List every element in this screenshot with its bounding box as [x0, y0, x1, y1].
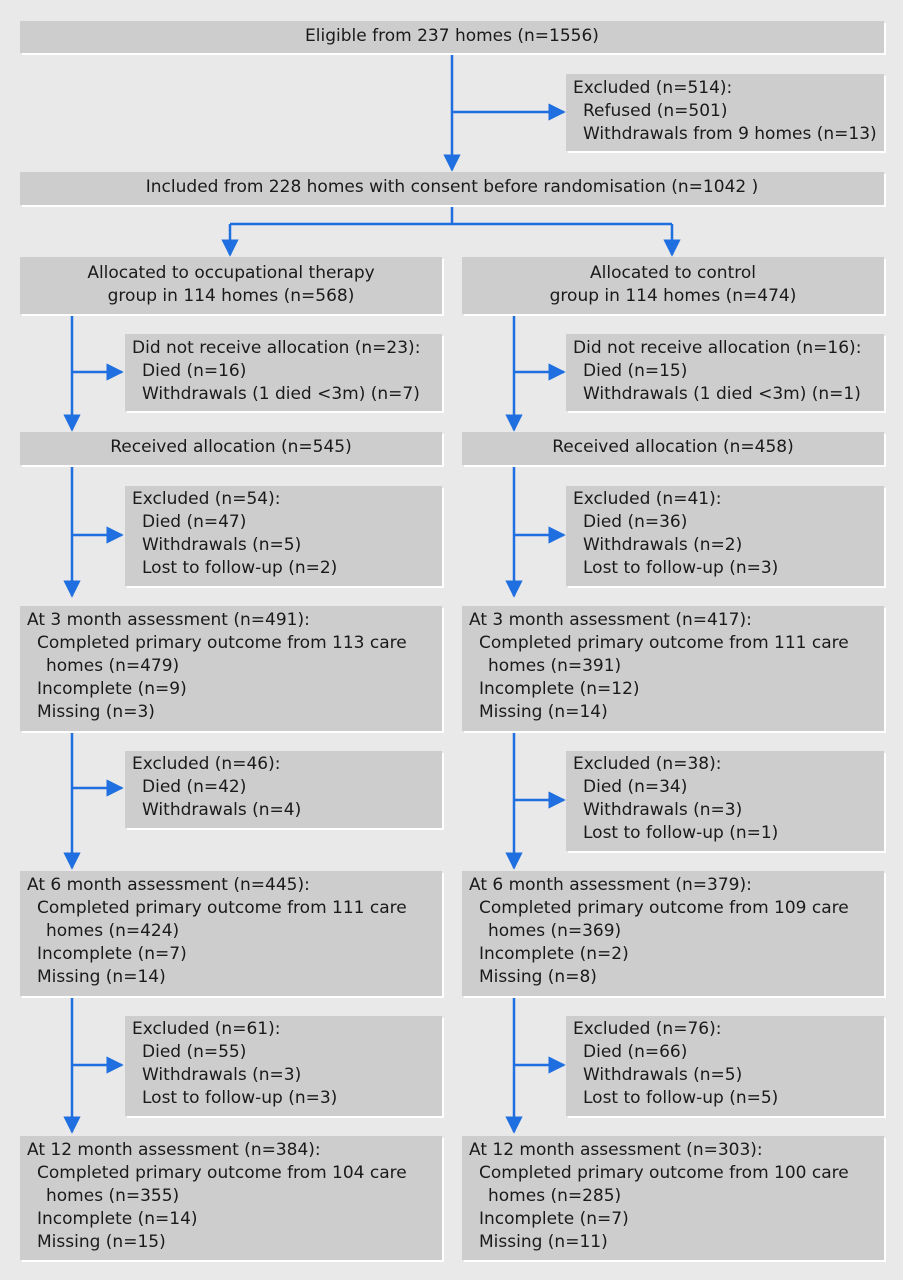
ot-excluded1-withdrawals: Withdrawals (n=5) [142, 535, 302, 555]
ot-allocated-line1: Allocated to occupational therapy [87, 263, 375, 283]
ctrl-12m-incomplete: Incomplete (n=7) [479, 1209, 629, 1229]
ctrl-12m-homes: homes (n=285) [488, 1186, 622, 1206]
ctrl-3m-heading: At 3 month assessment (n=417): [469, 610, 752, 630]
ot-3m-box: At 3 month assessment (n=491): Completed… [20, 606, 442, 731]
ctrl-excluded3-box: Excluded (n=76): Died (n=66) Withdrawals… [566, 1016, 884, 1116]
ot-12m-incomplete: Incomplete (n=14) [37, 1209, 198, 1229]
ctrl-6m-box: At 6 month assessment (n=379): Completed… [462, 871, 884, 996]
ot-allocated-line2: group in 114 homes (n=568) [107, 286, 355, 306]
ot-6m-box: At 6 month assessment (n=445): Completed… [20, 871, 442, 996]
ctrl-12m-completed: Completed primary outcome from 100 care [479, 1163, 849, 1183]
ot-excluded3-heading: Excluded (n=61): [132, 1019, 281, 1039]
ctrl-6m-completed: Completed primary outcome from 109 care [479, 898, 849, 918]
ot-allocated-box: Allocated to occupational therapy group … [20, 257, 442, 314]
ctrl-6m-heading: At 6 month assessment (n=379): [469, 875, 752, 895]
ot-excluded1-died: Died (n=47) [142, 512, 247, 532]
eligible-box: Eligible from 237 homes (n=1556) [20, 21, 884, 53]
ctrl-excluded2-heading: Excluded (n=38): [573, 754, 722, 774]
ctrl-excluded3-lost: Lost to follow-up (n=5) [583, 1088, 779, 1108]
ctrl-excluded2-withdrawals: Withdrawals (n=3) [583, 800, 743, 820]
excluded-top-box: Excluded (n=514): Refused (n=501) Withdr… [566, 74, 884, 151]
ot-excluded3-died: Died (n=55) [142, 1042, 247, 1062]
ctrl-excluded1-withdrawals: Withdrawals (n=2) [583, 535, 743, 555]
ot-3m-incomplete: Incomplete (n=9) [37, 679, 187, 699]
ot-received-box: Received allocation (n=545) [20, 432, 442, 465]
ctrl-3m-homes: homes (n=391) [488, 656, 622, 676]
ot-12m-heading: At 12 month assessment (n=384): [27, 1140, 321, 1160]
ctrl-3m-incomplete: Incomplete (n=12) [479, 679, 640, 699]
ot-excluded2-heading: Excluded (n=46): [132, 754, 281, 774]
ctrl-excluded3-died: Died (n=66) [583, 1042, 688, 1062]
ot-not-received-withdrawals: Withdrawals (1 died <3m) (n=7) [142, 384, 420, 404]
ctrl-6m-homes: homes (n=369) [488, 921, 622, 941]
ctrl-excluded2-box: Excluded (n=38): Died (n=34) Withdrawals… [566, 751, 884, 851]
ctrl-excluded3-heading: Excluded (n=76): [573, 1019, 722, 1039]
ctrl-received-text: Received allocation (n=458) [552, 437, 794, 457]
ctrl-excluded1-lost: Lost to follow-up (n=3) [583, 558, 779, 578]
ctrl-excluded3-withdrawals: Withdrawals (n=5) [583, 1065, 743, 1085]
ctrl-3m-box: At 3 month assessment (n=417): Completed… [462, 606, 884, 731]
ctrl-6m-missing: Missing (n=8) [479, 967, 597, 987]
ctrl-12m-box: At 12 month assessment (n=303): Complete… [462, 1136, 884, 1260]
ctrl-allocated-line2: group in 114 homes (n=474) [549, 286, 797, 306]
ctrl-not-received-box: Did not receive allocation (n=16): Died … [566, 334, 884, 411]
ctrl-not-received-died: Died (n=15) [583, 361, 688, 381]
ot-excluded2-withdrawals: Withdrawals (n=4) [142, 800, 302, 820]
ctrl-12m-missing: Missing (n=11) [479, 1232, 608, 1252]
ctrl-allocated-line1: Allocated to control [590, 263, 756, 283]
ot-not-received-died: Died (n=16) [142, 361, 247, 381]
ot-6m-heading: At 6 month assessment (n=445): [27, 875, 310, 895]
ctrl-excluded2-lost: Lost to follow-up (n=1) [583, 823, 779, 843]
ot-excluded1-heading: Excluded (n=54): [132, 489, 281, 509]
ctrl-excluded1-box: Excluded (n=41): Died (n=36) Withdrawals… [566, 486, 884, 586]
ctrl-12m-heading: At 12 month assessment (n=303): [469, 1140, 763, 1160]
included-box: Included from 228 homes with consent bef… [20, 172, 884, 205]
excluded-top-withdrawals: Withdrawals from 9 homes (n=13) [583, 124, 877, 144]
ctrl-allocated-box: Allocated to control group in 114 homes … [462, 257, 884, 314]
ctrl-excluded1-heading: Excluded (n=41): [573, 489, 722, 509]
ot-excluded1-lost: Lost to follow-up (n=2) [142, 558, 338, 578]
ctrl-excluded1-died: Died (n=36) [583, 512, 688, 532]
ctrl-6m-incomplete: Incomplete (n=2) [479, 944, 629, 964]
included-text: Included from 228 homes with consent bef… [145, 177, 759, 197]
eligible-text: Eligible from 237 homes (n=1556) [305, 26, 599, 46]
ctrl-not-received-withdrawals: Withdrawals (1 died <3m) (n=1) [583, 384, 861, 404]
ot-not-received-heading: Did not receive allocation (n=23): [132, 338, 421, 358]
ot-excluded2-died: Died (n=42) [142, 777, 247, 797]
ctrl-not-received-heading: Did not receive allocation (n=16): [573, 338, 862, 358]
ot-3m-heading: At 3 month assessment (n=491): [27, 610, 310, 630]
ctrl-3m-missing: Missing (n=14) [479, 702, 608, 722]
ot-12m-homes: homes (n=355) [46, 1186, 180, 1206]
ctrl-received-box: Received allocation (n=458) [462, 432, 884, 465]
ot-excluded3-withdrawals: Withdrawals (n=3) [142, 1065, 302, 1085]
ot-excluded2-box: Excluded (n=46): Died (n=42) Withdrawals… [125, 751, 442, 828]
ot-6m-completed: Completed primary outcome from 111 care [37, 898, 407, 918]
excluded-top-heading: Excluded (n=514): [573, 78, 733, 98]
ot-3m-homes: homes (n=479) [46, 656, 180, 676]
ot-6m-homes: homes (n=424) [46, 921, 180, 941]
ot-excluded1-box: Excluded (n=54): Died (n=47) Withdrawals… [125, 486, 442, 586]
ot-excluded3-box: Excluded (n=61): Died (n=55) Withdrawals… [125, 1016, 442, 1116]
ctrl-3m-completed: Completed primary outcome from 111 care [479, 633, 849, 653]
ot-12m-completed: Completed primary outcome from 104 care [37, 1163, 407, 1183]
ot-6m-missing: Missing (n=14) [37, 967, 166, 987]
ot-3m-completed: Completed primary outcome from 113 care [37, 633, 407, 653]
ot-not-received-box: Did not receive allocation (n=23): Died … [125, 334, 442, 411]
ot-12m-missing: Missing (n=15) [37, 1232, 166, 1252]
ot-12m-box: At 12 month assessment (n=384): Complete… [20, 1136, 442, 1260]
ot-6m-incomplete: Incomplete (n=7) [37, 944, 187, 964]
ctrl-excluded2-died: Died (n=34) [583, 777, 688, 797]
ot-received-text: Received allocation (n=545) [110, 437, 352, 457]
ot-3m-missing: Missing (n=3) [37, 702, 155, 722]
ot-excluded3-lost: Lost to follow-up (n=3) [142, 1088, 338, 1108]
excluded-top-refused: Refused (n=501) [583, 101, 728, 121]
